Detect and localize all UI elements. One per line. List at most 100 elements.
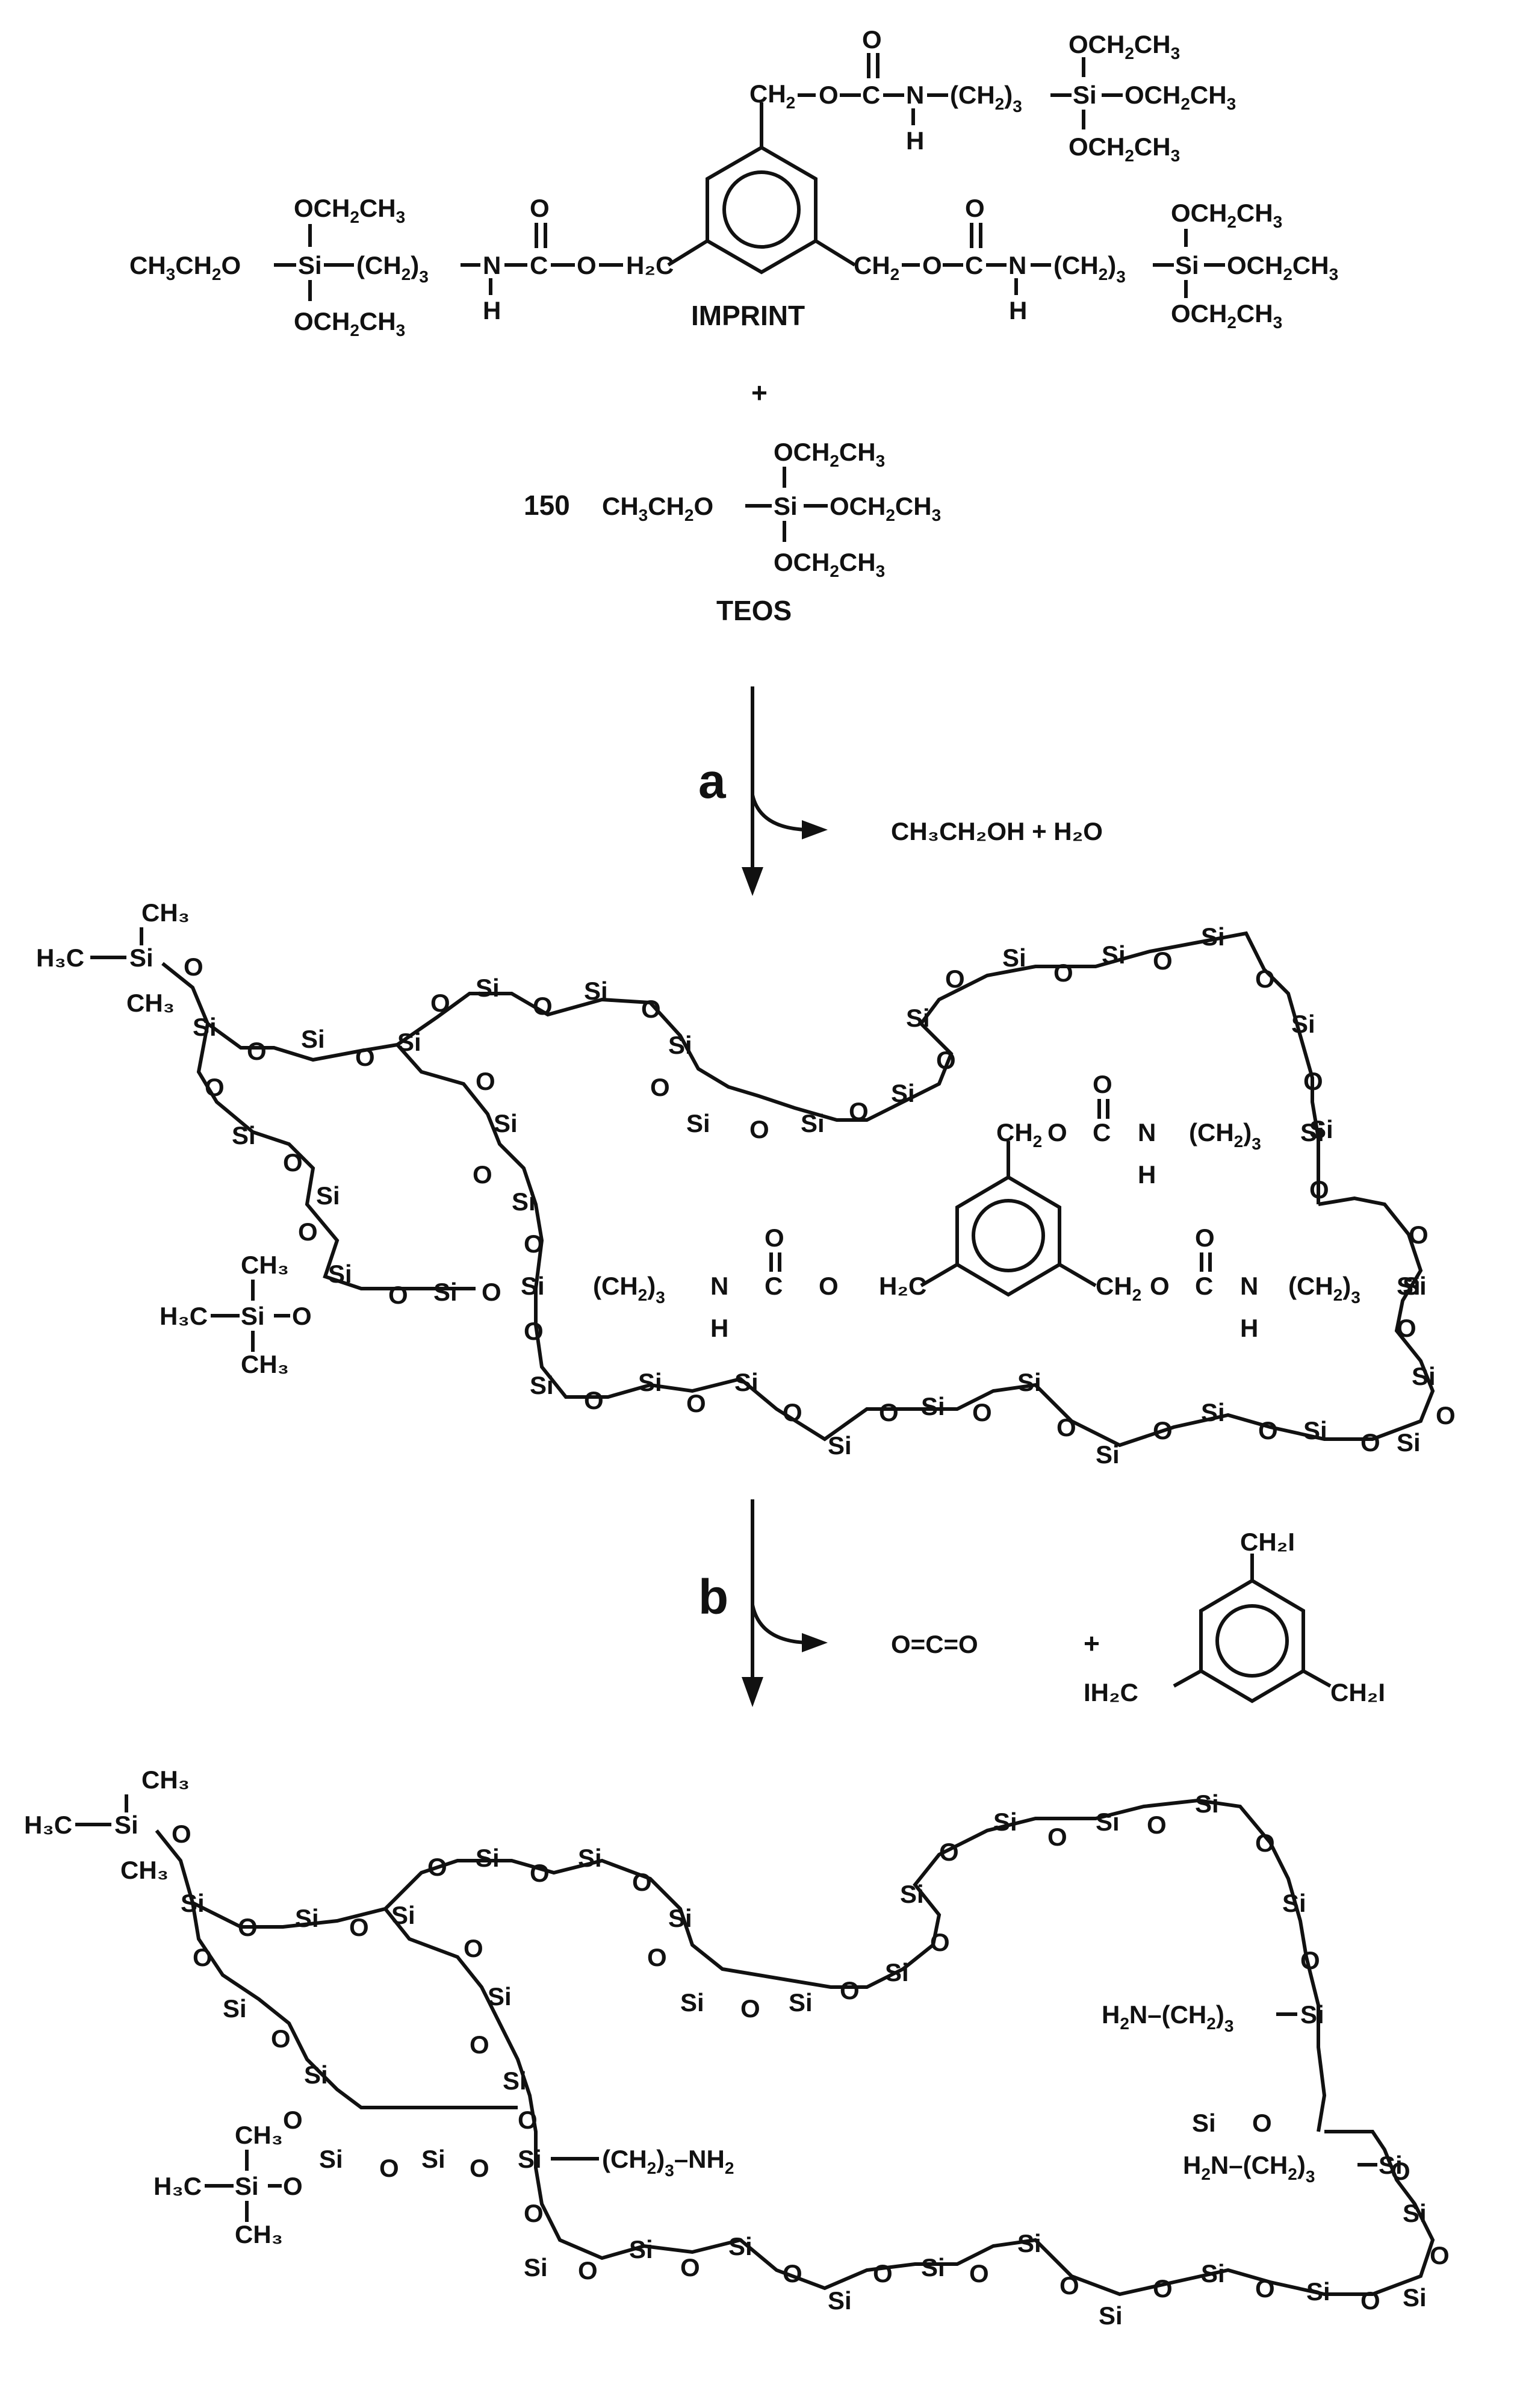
net1-o: O: [247, 1037, 267, 1065]
step-b-arrow: b O=C=O + CH₂I IH₂C CH₂I: [698, 1499, 1385, 1707]
net1-o: O: [1153, 947, 1173, 975]
net2-o: O: [1360, 2286, 1380, 2315]
net2-amine-lower: H2N–(CH2)3: [1183, 2151, 1315, 2186]
net1-o: O: [184, 953, 203, 981]
imprint-right-n: N: [1008, 251, 1026, 279]
net1-o: O: [849, 1097, 869, 1125]
net2-o: O: [464, 1934, 483, 1962]
imprint-top-c: C: [862, 81, 880, 109]
imprint-top-oet-3: OCH2CH3: [1069, 132, 1180, 165]
net1-si: Si: [1303, 1416, 1327, 1445]
tms2-ch3-top: CH₃: [241, 1251, 289, 1279]
net1-top-n: N: [1138, 1118, 1156, 1146]
net2-o: O: [740, 1994, 760, 2023]
net2-o: O: [530, 1859, 550, 1887]
imprint-left-oet-left: CH3CH2O: [129, 251, 241, 284]
net1-top-o: O: [1047, 1118, 1067, 1146]
tms4-si: Si: [235, 2172, 259, 2200]
net2-si: Si: [319, 2145, 343, 2173]
net1-si: Si: [433, 1278, 458, 1306]
net1-si: Si: [1201, 1398, 1225, 1426]
imprint-top-chain: (CH2)3: [950, 81, 1022, 116]
imprint-top-oet-2: OCH2CH3: [1125, 81, 1236, 113]
net1-o: O: [650, 1073, 670, 1101]
net2-o: O: [1391, 2157, 1410, 2185]
net1-o: O: [205, 1073, 225, 1101]
tms2-h3c: H₃C: [160, 1302, 208, 1330]
step-a-label: a: [698, 754, 727, 809]
tms3-h3c: H₃C: [24, 1811, 72, 1839]
net1-right-si: Si: [1397, 1272, 1421, 1300]
net1-o: O: [1436, 1401, 1456, 1430]
tms4-ch3-bottom: CH₃: [235, 2220, 283, 2248]
net1-o: O: [686, 1389, 706, 1417]
net2-o: O: [1153, 2274, 1173, 2303]
imprint-left-carbonyl-o: O: [530, 194, 550, 222]
net2-o: O: [518, 2106, 538, 2134]
tms3-ch3-top: CH₃: [141, 1766, 190, 1794]
net2-o: O: [840, 1976, 860, 2005]
imprint-right-oet-1: OCH2CH3: [1171, 199, 1282, 231]
net2-o: O: [1255, 2274, 1275, 2303]
imprint-right-si: Si: [1175, 251, 1199, 279]
teos-bottom-group: OCH2CH3: [774, 548, 885, 580]
net2-si: Si: [181, 1889, 205, 1917]
step-a-byproducts: CH₃CH₂OH + H₂O: [891, 817, 1103, 845]
net2-o: O: [524, 2199, 544, 2227]
net1-right-ch2: CH2: [1096, 1272, 1141, 1304]
net2-o: O: [283, 2106, 303, 2134]
net1-o: O: [1397, 1314, 1416, 1342]
imprint-left-oet-bottom: OCH2CH3: [294, 307, 405, 340]
net1-si: Si: [193, 1013, 217, 1041]
net1-si: Si: [906, 1004, 930, 1032]
net2-o: O: [969, 2259, 989, 2288]
net2-si: Si: [1282, 1889, 1306, 1917]
teos-label: TEOS: [716, 595, 792, 626]
net1-benzene-ring: [955, 1175, 1061, 1297]
net2-si: Si: [680, 1988, 704, 2017]
step-b-plus: +: [1084, 1628, 1100, 1659]
net2-si: Si: [668, 1904, 692, 1932]
step-b-co2: O=C=O: [891, 1630, 978, 1658]
net1-top-ch2: CH2: [996, 1118, 1042, 1151]
net1-o: O: [1258, 1416, 1278, 1445]
tms3-si: Si: [114, 1811, 138, 1839]
net2-si: Si: [524, 2253, 548, 2282]
net2-o: O: [427, 1853, 447, 1881]
net1-si: Si: [686, 1109, 710, 1137]
net2-si: Si: [1403, 2283, 1427, 2312]
net1-top-si: Si: [1300, 1118, 1324, 1146]
net1-right-n: N: [1240, 1272, 1258, 1300]
net1-si: Si: [828, 1431, 852, 1460]
tms1-ch3-bottom: CH₃: [126, 989, 175, 1017]
net2-si: Si: [421, 2145, 445, 2173]
net2-si: Si: [921, 2253, 945, 2282]
net2-o: O: [470, 2154, 489, 2182]
net2-si: Si: [1017, 2229, 1041, 2257]
net1-o: O: [1409, 1221, 1429, 1249]
net1-si: Si: [1403, 1272, 1427, 1300]
net1-si: Si: [397, 1028, 421, 1056]
net2-si: Si: [789, 1988, 813, 2017]
net1-si: Si: [316, 1181, 340, 1210]
net1-o: O: [641, 995, 661, 1023]
net1-o: O: [936, 1046, 956, 1074]
net2-amine-lower-si: Si: [1379, 2151, 1403, 2179]
net1-left-c: C: [765, 1272, 783, 1300]
net2-si: Si: [503, 2067, 527, 2095]
tms1-ch3-top: CH₃: [141, 898, 190, 927]
net1-left-carbonyl: O: [765, 1224, 784, 1252]
net1-si: Si: [1002, 944, 1026, 972]
imprint-top-oet-1: OCH2CH3: [1069, 30, 1180, 63]
net1-si: Si: [1017, 1368, 1041, 1396]
net1-o: O: [524, 1317, 544, 1345]
net2-o: O: [783, 2259, 802, 2288]
teos-molecule: 150 CH3CH2O Si OCH2CH3 OCH2CH3 OCH2CH3 T…: [524, 438, 941, 626]
imprint-left-o: O: [577, 251, 597, 279]
net2-o: O: [1147, 1811, 1167, 1839]
net1-si: Si: [638, 1368, 662, 1396]
net2-o: O: [1300, 1946, 1320, 1974]
net1-si: Si: [1096, 1440, 1120, 1469]
net1-o: O: [945, 965, 965, 993]
net2-amine-chain-left: (CH2)3–NH2: [602, 2145, 734, 2180]
